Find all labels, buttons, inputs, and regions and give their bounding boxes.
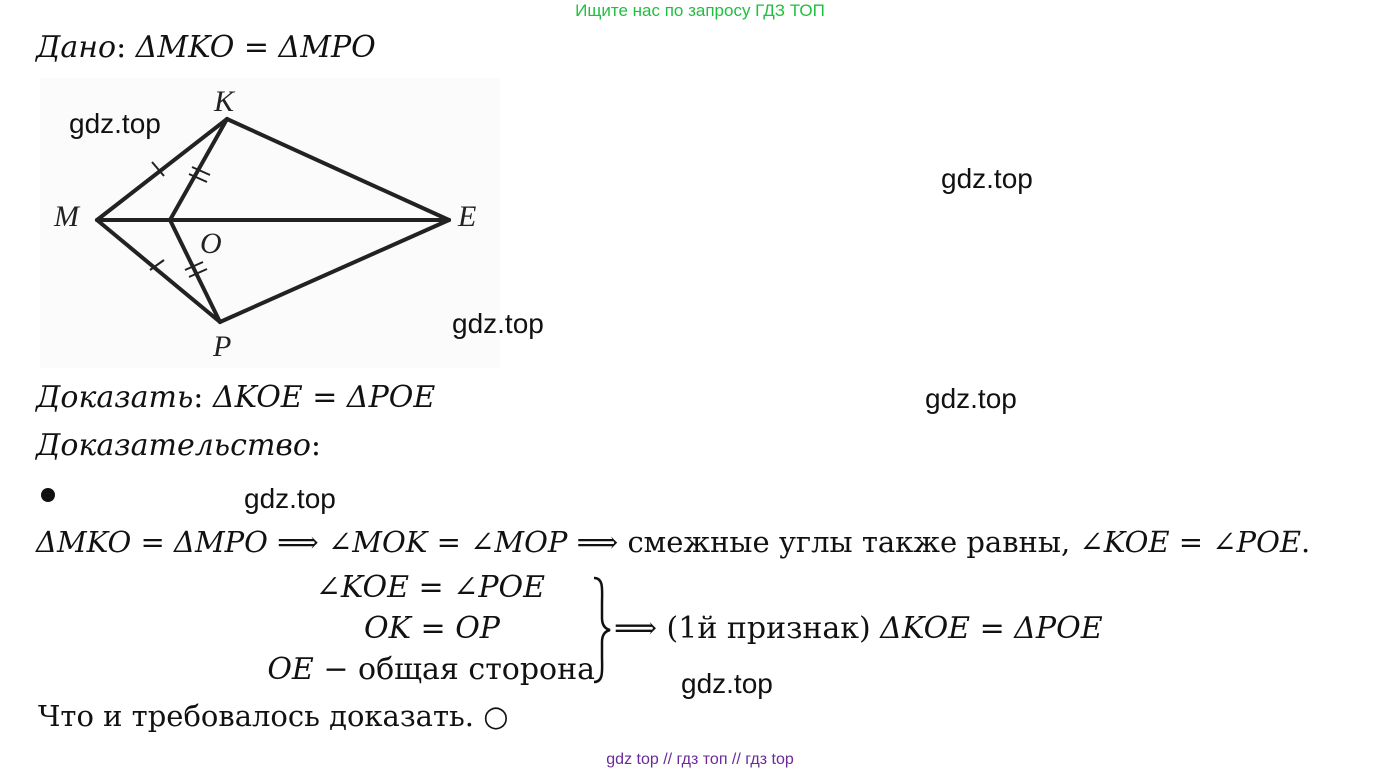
prove-colon: :	[193, 380, 213, 415]
watermark: gdz.top	[69, 108, 161, 139]
label-p: P	[212, 330, 231, 363]
conclusion-arrow: ⟹	[614, 611, 667, 646]
system-line-3-math: OE −	[267, 652, 359, 687]
bullet	[41, 488, 55, 502]
system-line-3: OE − общая сторона	[230, 655, 595, 685]
step1-period: .	[1301, 525, 1311, 559]
figure-background	[40, 78, 500, 368]
segment-mk	[95, 117, 229, 222]
qed-line: Что и требовалось доказать. ○	[38, 699, 509, 733]
step1-text: смежные углы также равны,	[627, 525, 1080, 559]
conclusion-expression: ΔKOE = ΔPOE	[880, 611, 1103, 646]
tick-mk	[151, 161, 165, 177]
watermark: gdz.top	[941, 163, 1033, 194]
given-label: Дано	[36, 30, 117, 65]
step1-result: ∠KOE = ∠POE	[1079, 525, 1302, 559]
conclusion-text: (1й признак)	[666, 611, 881, 646]
tick-ko-2	[191, 166, 211, 176]
given-expression: ΔMKO = ΔMPO	[135, 30, 376, 65]
given-colon: :	[116, 30, 136, 65]
label-o: O	[200, 227, 222, 260]
segment-ke	[225, 117, 451, 222]
tick-op-1	[184, 261, 204, 271]
system-conclusion: ⟹ (1й признак) ΔKOE = ΔPOE	[614, 614, 1103, 644]
right-brace	[593, 576, 611, 684]
proof-label: Доказательство	[36, 428, 311, 463]
watermark: gdz.top	[452, 308, 544, 339]
watermark: gdz.top	[925, 383, 1017, 414]
proof-heading: Доказательство:	[36, 431, 321, 461]
segment-op	[168, 218, 222, 324]
prove-expression: ΔKOE = ΔPOE	[212, 380, 436, 415]
geometry-figure: K M E O P	[40, 78, 500, 368]
label-k: K	[213, 85, 236, 118]
proof-colon: :	[310, 428, 322, 463]
tick-mp	[149, 259, 165, 271]
system-line-2: OK = OP	[364, 611, 500, 646]
watermark: gdz.top	[244, 483, 336, 514]
label-m: M	[53, 200, 81, 233]
prove-line: Доказать: ΔKOE = ΔPOE	[36, 383, 435, 413]
label-e: E	[457, 200, 476, 233]
step1-implication: ΔMKO = ΔMPO ⟹ ∠MOK = ∠MOP ⟹	[36, 525, 628, 559]
system-line-1: ∠KOE = ∠POE	[315, 570, 545, 605]
segment-pe	[218, 218, 451, 324]
footer-links: gdz top // гдз топ // гдз top	[606, 751, 794, 768]
tick-ko-1	[188, 173, 208, 183]
top-banner: Ищите нас по запросу ГДЗ ТОП	[575, 1, 825, 20]
tick-op-2	[188, 268, 208, 278]
system-line-3-text: общая сторона	[358, 652, 595, 687]
prove-label: Доказать	[36, 380, 194, 415]
given-line: Дано: ΔMKO = ΔMPO	[36, 33, 376, 63]
proof-step-1: ΔMKO = ΔMPO ⟹ ∠MOK = ∠MOP ⟹ смежные углы…	[36, 528, 1310, 557]
watermark: gdz.top	[681, 668, 773, 699]
segment-mp	[95, 218, 222, 324]
